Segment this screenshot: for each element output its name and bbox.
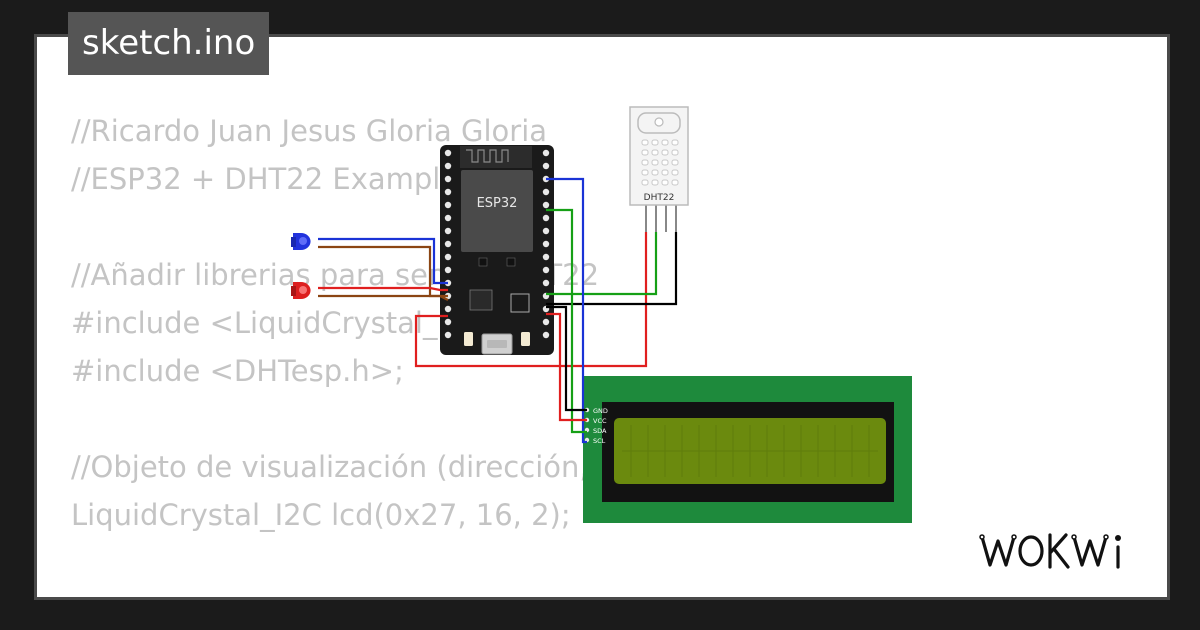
lcd-pin-sda: SDA (593, 427, 607, 435)
code-line: LiquidCrystal_I2C lcd(0x27, 16, 2); (71, 498, 571, 532)
code-line: //Ricardo Juan Jesus Gloria Gloria (71, 114, 548, 148)
lcd-pin-vcc: VCC (593, 417, 607, 425)
wires (318, 177, 678, 444)
led-blue[interactable] (291, 233, 311, 250)
lcd-pin-scl: SCL (593, 437, 606, 445)
esp32-board[interactable]: ESP32 (440, 145, 554, 355)
lcd1602-display[interactable]: GND VCC SDA SCL (583, 376, 912, 523)
code-line: //ESP32 + DHT22 Example (71, 162, 459, 196)
dht22-label: DHT22 (644, 193, 675, 203)
wokwi-logo-icon (979, 533, 1121, 569)
code-line: //Declaración DHT, PIN de datos (71, 587, 826, 597)
esp32-chip-label: ESP32 (477, 196, 518, 211)
file-name-tab: sketch.ino (68, 12, 270, 75)
lcd-pin-gnd: GND (593, 407, 608, 415)
wokwi-logo (978, 527, 1150, 577)
led-red[interactable] (291, 282, 311, 299)
dht22-sensor[interactable]: DHT22 (629, 106, 689, 232)
code-line: #include <DHTesp.h>; (71, 354, 404, 388)
